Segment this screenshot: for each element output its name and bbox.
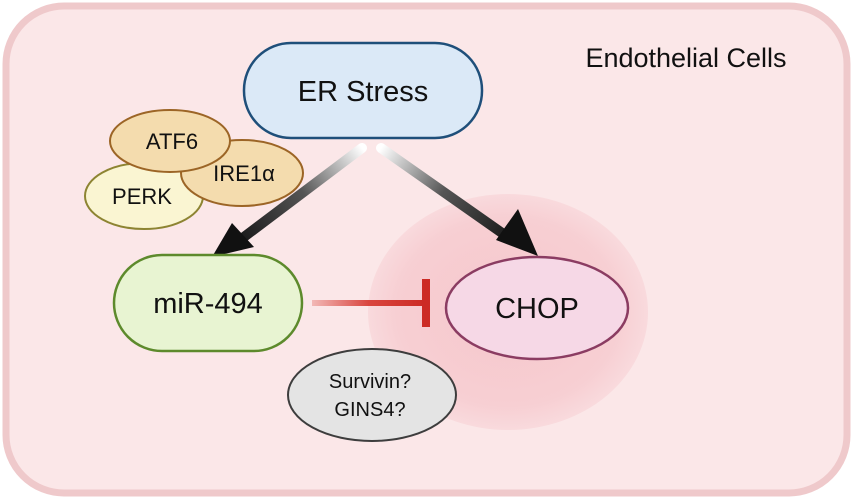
node-atf6: ATF6 xyxy=(109,109,231,173)
gins4-label: GINS4? xyxy=(334,399,405,421)
node-perk: PERK xyxy=(84,162,204,230)
perk-label: PERK xyxy=(112,184,172,209)
node-mir494: miR-494 xyxy=(112,253,304,353)
arrow-er-to-chop xyxy=(376,143,538,256)
inhibition-bar xyxy=(422,279,430,327)
ire1a-label: IRE1α xyxy=(213,161,275,186)
arrowhead-right xyxy=(496,209,538,256)
container-label: Endothelial Cells xyxy=(585,43,786,73)
arrowhead-left xyxy=(212,223,254,257)
node-er-stress: ER Stress xyxy=(242,41,484,140)
er-stress-label: ER Stress xyxy=(298,76,429,108)
mir494-label: miR-494 xyxy=(153,288,263,320)
chop-label: CHOP xyxy=(495,293,579,325)
node-chop: CHOP xyxy=(444,255,630,361)
atf6-label: ATF6 xyxy=(146,129,198,154)
node-unknown-mediators: Survivin? GINS4? xyxy=(287,348,457,442)
inhibition-mir494-to-chop xyxy=(312,279,430,327)
survivin-label: Survivin? xyxy=(329,371,411,393)
arrow-er-to-mir494 xyxy=(212,143,367,257)
